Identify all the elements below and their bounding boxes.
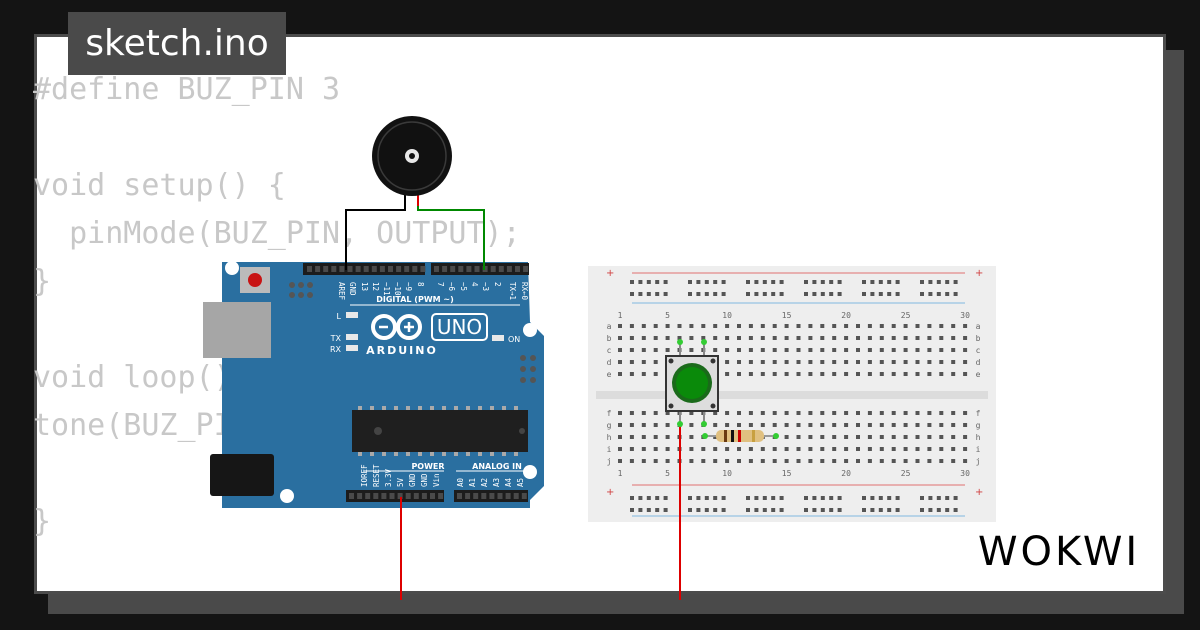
- buzzer[interactable]: [372, 116, 452, 196]
- row-letter-label: j: [976, 457, 981, 466]
- row-letter-label: b: [976, 334, 981, 343]
- row-letter-label: c: [976, 346, 981, 355]
- arduino-pin-label: TX→1: [508, 282, 517, 300]
- row-letter-label: f: [607, 409, 612, 418]
- arduino-pin-label: GND: [348, 282, 357, 296]
- row-letter-label: j: [607, 457, 612, 466]
- arduino-pin-label: ~3: [481, 282, 490, 291]
- row-letter-label: h: [976, 433, 981, 442]
- power-jack: [210, 454, 274, 496]
- arduino-analog-pin-label: A0: [456, 477, 465, 487]
- column-number-label: 20: [841, 469, 851, 478]
- column-number-label: 20: [841, 311, 851, 320]
- arduino-power-pin-label: 5V: [396, 477, 405, 487]
- arduino-pin-label: 12: [371, 282, 380, 291]
- row-letter-label: g: [976, 421, 981, 430]
- column-number-label: 5: [665, 469, 670, 478]
- arduino-pin-label: ~9: [404, 282, 413, 291]
- arduino-power-pin-label: IOREF: [360, 464, 369, 487]
- code-line: }: [33, 504, 52, 539]
- row-letter-label: a: [607, 322, 612, 331]
- arduino-analog-pin-label: A4: [504, 477, 513, 487]
- column-number-label: 25: [901, 311, 911, 320]
- column-number-label: 30: [960, 311, 970, 320]
- uno-label: UNO: [437, 315, 482, 339]
- digital-header-right: [431, 263, 529, 275]
- arduino-pin-label: 4: [470, 282, 479, 287]
- arduino-power-pin-label: GND: [408, 473, 417, 487]
- arduino-pin-label: 7: [436, 282, 445, 287]
- arduino-pin-label: 13: [360, 282, 369, 291]
- column-number-label: 1: [618, 311, 623, 320]
- led-tx-label: TX: [330, 334, 342, 343]
- arduino-analog-pin-label: A3: [492, 478, 501, 487]
- row-letter-label: f: [976, 409, 981, 418]
- arduino-analog-pin-label: A1: [468, 478, 477, 487]
- code-line: #define BUZ_PIN 3: [33, 72, 341, 107]
- led-on-label: ON: [508, 335, 520, 344]
- arduino-power-pin-label: Vin: [432, 473, 441, 487]
- plus-rail-label-tl: +: [606, 268, 614, 279]
- column-number-label: 10: [722, 469, 732, 478]
- power-header: [346, 490, 444, 502]
- sketch-title: sketch.ino: [68, 12, 286, 75]
- column-number-label: 25: [901, 469, 911, 478]
- arduino-brand-label: ARDUINO: [366, 344, 438, 357]
- pushbutton[interactable]: [665, 339, 719, 427]
- arduino-pin-label: ~10: [393, 282, 402, 296]
- row-letter-label: i: [976, 445, 981, 454]
- code-line: }: [33, 264, 52, 299]
- row-letter-label: h: [607, 433, 612, 442]
- led-l-label: L: [337, 312, 342, 321]
- buzzer-signal-wire[interactable]: [417, 192, 485, 270]
- row-letter-label: b: [607, 334, 612, 343]
- arduino-analog-pin-label: A2: [480, 478, 489, 487]
- code-line: pinMode(BUZ_PIN, OUTPUT);: [33, 216, 521, 251]
- arduino-analog-pin-label: A5: [516, 478, 525, 487]
- row-letter-label: c: [607, 346, 612, 355]
- row-letter-label: g: [607, 421, 612, 430]
- column-number-label: 10: [722, 311, 732, 320]
- plus-rail-label-br: +: [975, 487, 983, 498]
- plus-rail-label-bl: +: [606, 487, 614, 498]
- wokwi-logo: WOKWI: [978, 529, 1141, 575]
- led-rx-label: RX: [330, 345, 342, 354]
- usb-port: [203, 302, 271, 358]
- column-number-label: 15: [782, 311, 792, 320]
- code-line: void setup() {: [33, 168, 286, 203]
- arduino-pin-label: RX←0: [520, 282, 529, 301]
- arduino-pin-label: ~6: [447, 282, 456, 292]
- column-number-label: 1: [618, 469, 623, 478]
- plus-rail-label-tr: +: [975, 268, 983, 279]
- row-letter-label: d: [976, 358, 981, 367]
- digital-header-label: DIGITAL (PWM ~): [376, 295, 454, 304]
- arduino-pin-label: AREF: [337, 282, 346, 301]
- row-letter-label: d: [607, 358, 612, 367]
- column-number-label: 15: [782, 469, 792, 478]
- power-label: POWER: [411, 462, 444, 471]
- buzzer-gnd-wire[interactable]: [345, 192, 406, 270]
- arduino-power-pin-label: GND: [420, 473, 429, 487]
- column-number-label: 5: [665, 311, 670, 320]
- arduino-pin-label: ~5: [459, 282, 468, 291]
- row-letter-label: e: [976, 370, 981, 379]
- arduino-pin-label: 2: [493, 282, 502, 287]
- arduino-power-pin-label: RESET: [372, 464, 381, 487]
- analog-in-label: ANALOG IN: [472, 462, 522, 471]
- row-letter-label: a: [976, 322, 981, 331]
- column-number-label: 30: [960, 469, 970, 478]
- arduino-pin-label: 8: [416, 282, 425, 287]
- arduino-pin-label: ~11: [382, 282, 391, 296]
- arduino-power-pin-label: 3.3V: [384, 468, 393, 487]
- wires[interactable]: [345, 192, 681, 600]
- resistor[interactable]: [702, 430, 779, 442]
- row-letter-label: i: [607, 445, 612, 454]
- arduino-logo-icon: [371, 314, 422, 340]
- row-letter-label: e: [607, 370, 612, 379]
